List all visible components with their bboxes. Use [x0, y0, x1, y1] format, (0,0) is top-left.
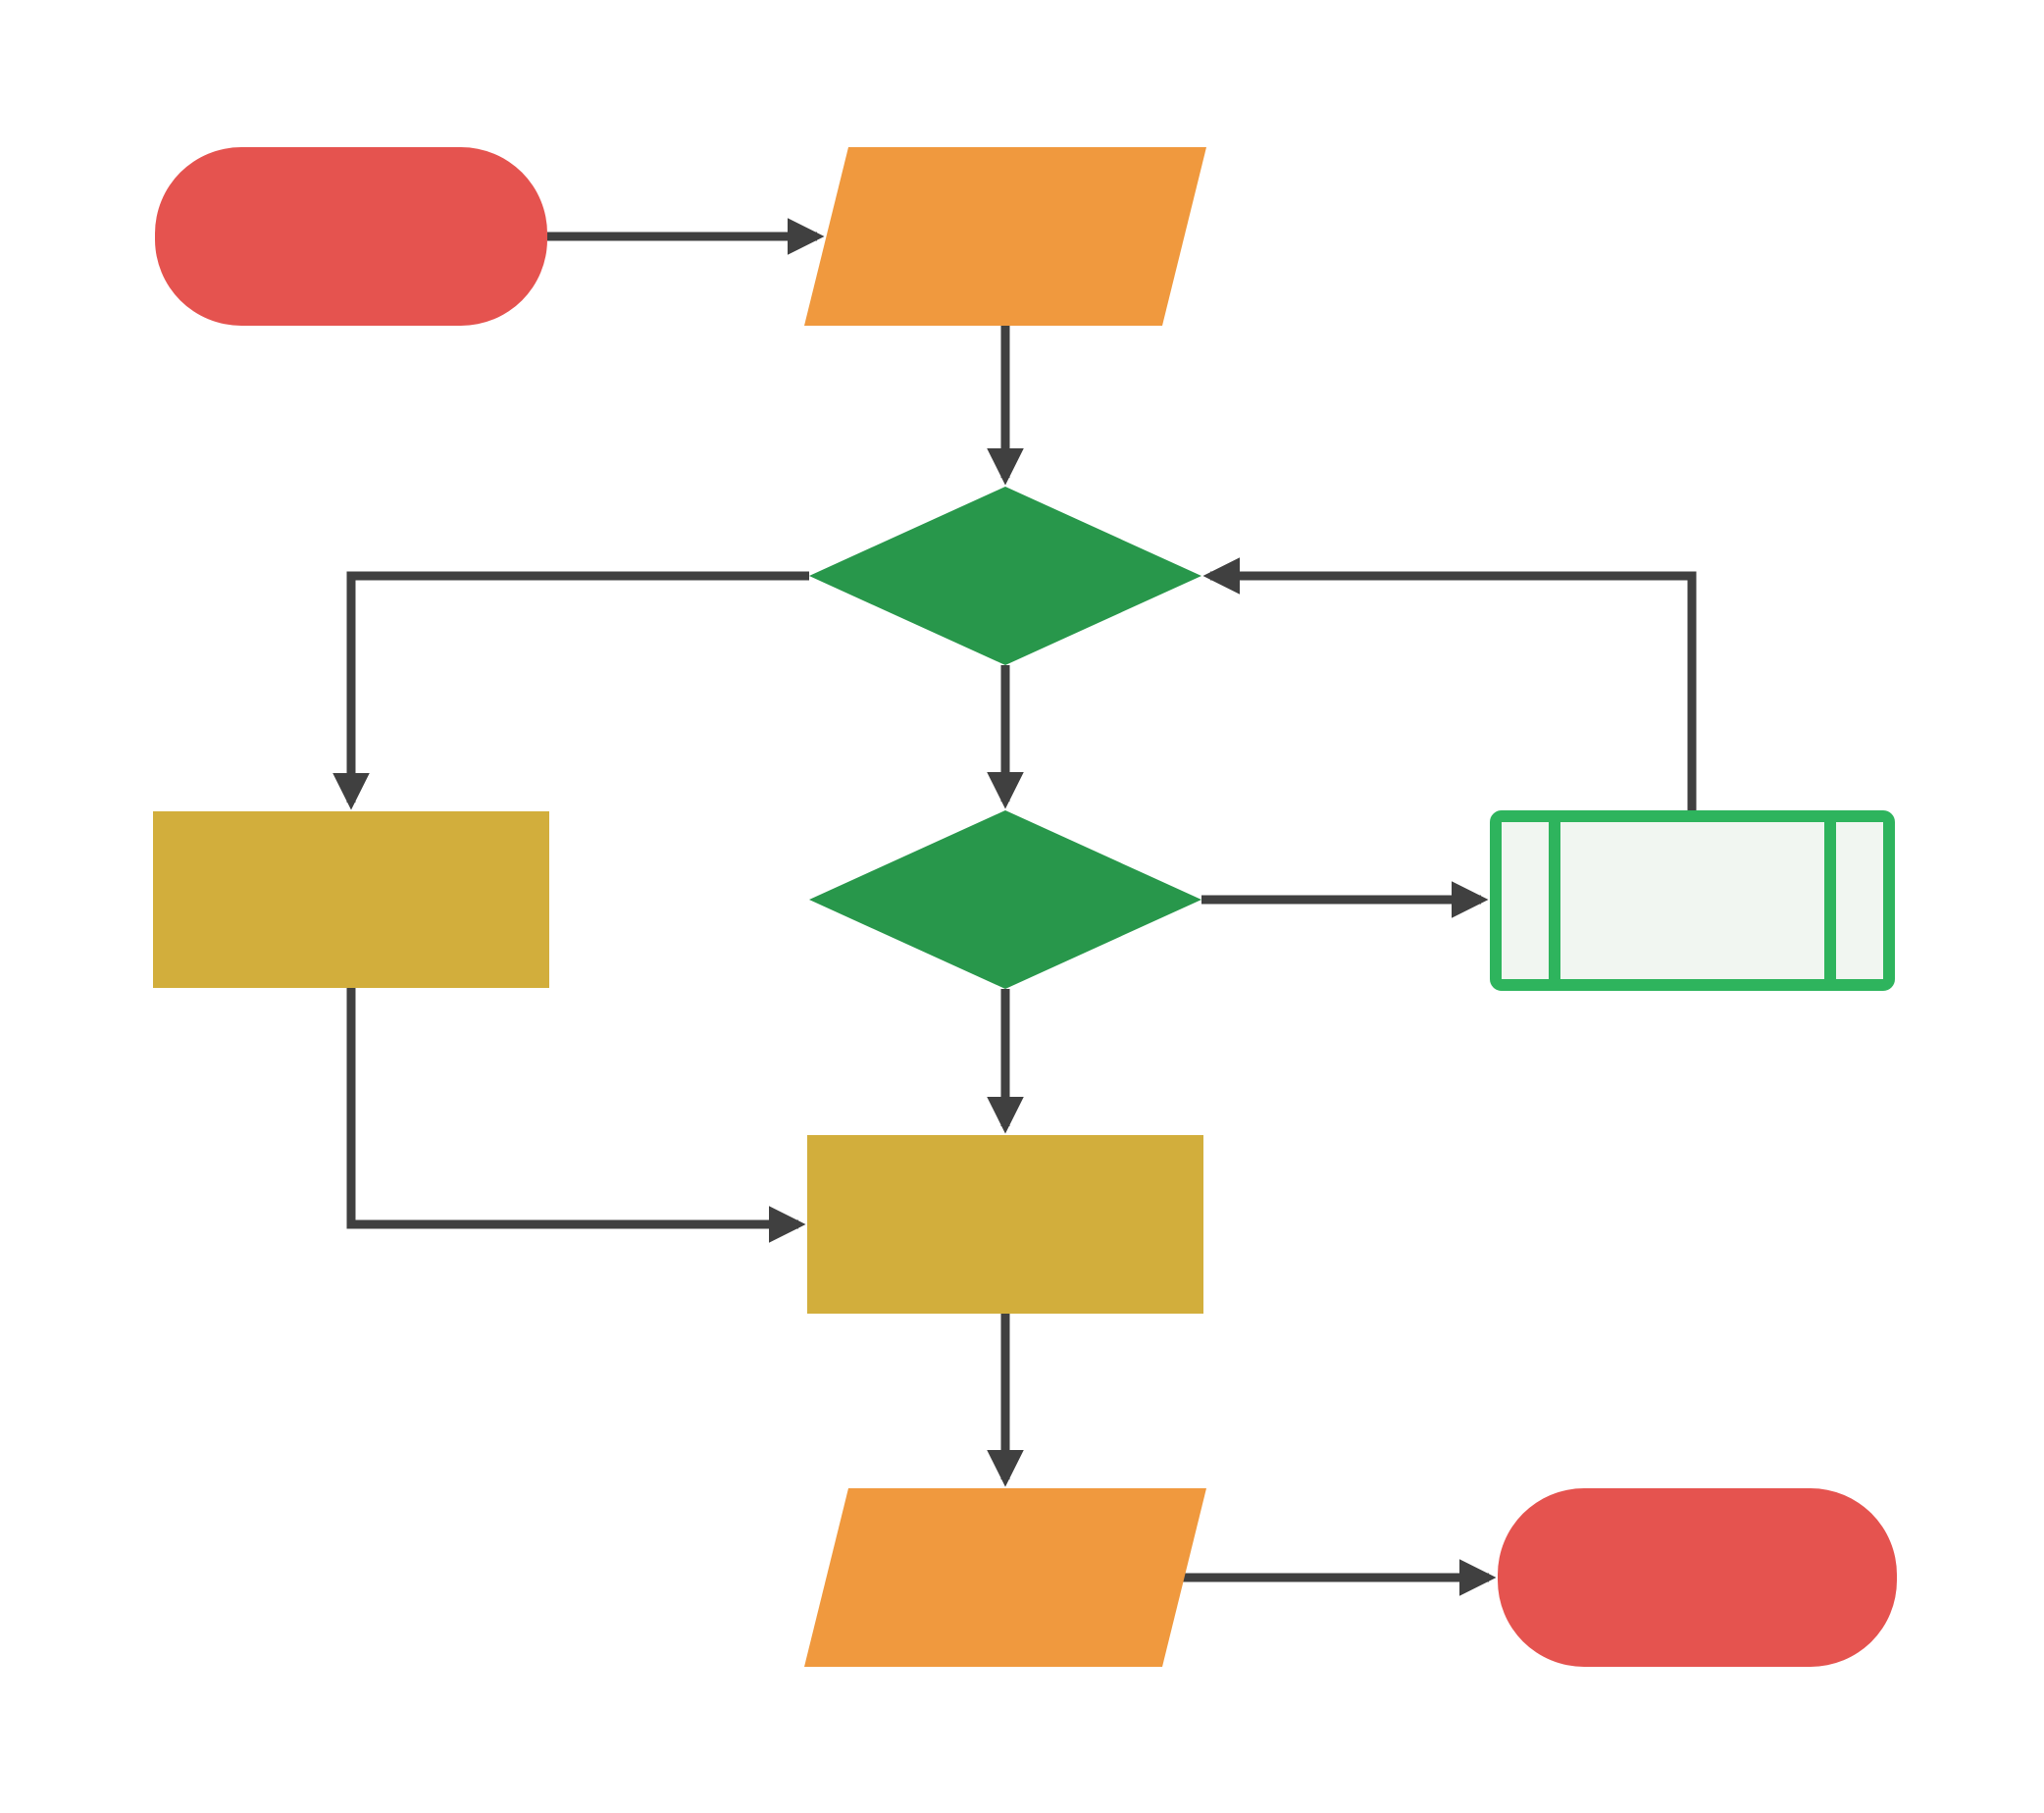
- node-predefined-process-body: [1490, 810, 1895, 991]
- edge-process-left-to-center: [346, 988, 806, 1243]
- node-predefined-process: [1490, 810, 1895, 991]
- node-start-terminator: [155, 147, 547, 326]
- node-process-center: [807, 1135, 1203, 1314]
- node-output-parallelogram: [804, 1488, 1206, 1667]
- node-end-terminator: [1498, 1488, 1897, 1667]
- node-decision-2: [809, 810, 1201, 989]
- node-process-left: [153, 811, 549, 988]
- edge-decision1-to-process-left: [332, 571, 809, 810]
- edge-predefined-to-decision1: [1202, 557, 1697, 810]
- node-decision-1: [809, 487, 1201, 665]
- node-input-parallelogram: [804, 147, 1206, 326]
